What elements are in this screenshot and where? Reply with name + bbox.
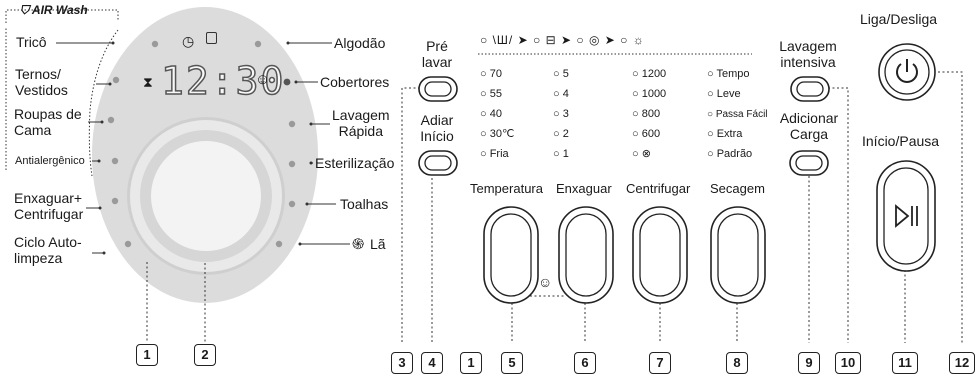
spin-icon: ◎ (588, 33, 601, 47)
callout-1: 1 (136, 344, 158, 366)
option-spin-1200: ○ 1200 (632, 68, 667, 80)
hourglass-icon: ⧗ (143, 74, 153, 90)
program-selector-dial[interactable] (127, 117, 285, 275)
option-dry-padrao: ○ Padrão (707, 148, 753, 160)
wash-icon: \Ш/ (492, 33, 514, 47)
dry-label: Secagem (710, 181, 765, 196)
program-la: Lã (370, 236, 386, 252)
power-label: Liga/Desliga (860, 11, 938, 27)
option-dry-tempo: ○ Tempo (707, 68, 750, 80)
option-rinse-5: ○ 5 (553, 68, 569, 80)
program-cobertores: Cobertores (320, 74, 390, 90)
timer-clock-icon: ◷ (182, 33, 195, 49)
pre-wash-label: Pré lavar (421, 38, 453, 70)
option-spin-none: ○ ⊗ (632, 148, 651, 160)
delay-start-label: Adiar Início (420, 112, 454, 144)
spin-button[interactable] (632, 206, 688, 304)
callout-1b: 1 (460, 352, 482, 374)
option-rinse-3: ○ 3 (553, 108, 569, 120)
option-spin-1000: ○ 1000 (632, 88, 667, 100)
option-temp-40: ○ 40 (480, 108, 502, 120)
callout-7: 7 (649, 352, 671, 374)
delay-start-button[interactable] (418, 150, 458, 176)
program-ciclo-autolimpeza: Ciclo Auto- limpeza (14, 234, 82, 266)
cycle-status-row: ○ \Ш/ ➤ ○ ⊟ ➤ ○ ◎ ➤ ○ ☼ (480, 33, 645, 47)
display-time: 12:30 (160, 59, 286, 103)
rinse-icon: ⊟ (545, 33, 557, 47)
rinse-button[interactable] (558, 206, 614, 304)
program-algodao: Algodão (334, 35, 386, 51)
lock-icon (206, 32, 217, 44)
option-temp-55: ○ 55 (480, 88, 502, 100)
option-rinse-4: ○ 4 (553, 88, 569, 100)
program-esterilizacao: Esterilização (315, 155, 395, 171)
dry-icon: ☼ (632, 33, 645, 47)
play-pause-icon (895, 204, 918, 228)
option-dry-leve: ○ Leve (707, 88, 741, 100)
option-temp-70: ○ 70 (480, 68, 502, 80)
start-pause-label: Início/Pausa (862, 133, 940, 149)
program-toalhas: Toalhas (340, 196, 389, 212)
child-lock-icon: ☺ (538, 274, 553, 290)
callout-8: 8 (726, 352, 748, 374)
option-rinse-2: ○ 2 (553, 128, 569, 140)
intensive-wash-label: Lavagem intensiva (779, 38, 837, 70)
program-enxaguar-centrifugar: Enxaguar+ Centrifugar (14, 190, 84, 222)
add-load-label: Adicionar Carga (779, 110, 839, 142)
callout-6: 6 (574, 352, 596, 374)
program-ternos-vestidos: Ternos/ Vestidos (15, 66, 68, 98)
shirt-icon: ⛉ (20, 3, 30, 17)
program-trico: Tricô (16, 34, 47, 50)
callout-11: 11 (892, 352, 918, 374)
child-lock-face-icon: ☺ (255, 71, 271, 88)
option-spin-800: ○ 800 (632, 108, 661, 120)
option-temp-cold: ○ Fria (480, 148, 509, 160)
callout-4: 4 (421, 352, 443, 374)
intensive-wash-button[interactable] (790, 76, 830, 102)
power-icon (896, 59, 918, 83)
temperature-button[interactable] (483, 206, 539, 304)
callout-9: 9 (798, 352, 820, 374)
brand-logo: ⛉ AIR Wash (20, 3, 88, 17)
program-lavagem-rapida: Lavagem Rápida (332, 107, 390, 139)
temperature-label: Temperatura (470, 181, 543, 196)
program-roupas-de-cama: Roupas de Cama (14, 106, 82, 138)
pre-wash-button[interactable] (418, 76, 458, 102)
option-temp-30: ○ 30℃ (480, 128, 515, 140)
option-dry-passa-facil: ○ Passa Fácil (707, 109, 768, 120)
option-dry-extra: ○ Extra (707, 128, 743, 140)
option-spin-600: ○ 600 (632, 128, 661, 140)
callout-3: 3 (391, 352, 413, 374)
dry-button[interactable] (710, 206, 766, 304)
rinse-label: Enxaguar (556, 181, 612, 196)
callout-12: 12 (949, 352, 975, 374)
spin-label: Centrifugar (626, 181, 691, 196)
start-pause-button[interactable] (876, 160, 936, 272)
callout-2: 2 (194, 344, 216, 366)
callout-10: 10 (835, 352, 861, 374)
program-antialergenico: Antialergênico (15, 155, 85, 167)
add-load-button[interactable] (789, 150, 829, 176)
callout-5: 5 (501, 352, 523, 374)
option-rinse-1: ○ 1 (553, 148, 569, 160)
wool-icon: ֍ (352, 236, 365, 253)
power-button[interactable] (877, 42, 937, 102)
